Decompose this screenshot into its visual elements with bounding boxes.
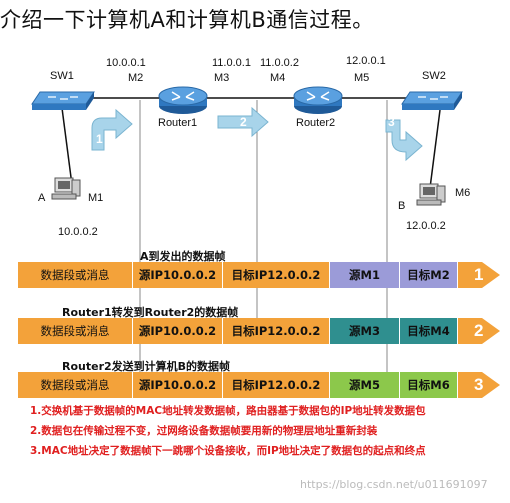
host-a-label: A [38,192,46,204]
page-title: 介绍一下计算机A和计算机B通信过程。 [0,8,374,32]
router2-label: Router2 [296,117,336,129]
host-b-label: B [398,200,406,212]
frame3-dst-ip: 目标IP12.0.0.2 [223,372,330,398]
sw2-label: SW2 [422,70,446,82]
ip-router2-right: 12.0.0.1 [346,55,386,67]
ip-router1-left: 10.0.0.1 [106,57,146,69]
host-b-ip: 12.0.0.2 [406,220,446,232]
frame2-dst-mac: 目标M4 [400,318,458,344]
frame3-dst-mac: 目标M6 [400,372,458,398]
host-a-computer-icon [51,177,81,200]
sw2-switch-icon [401,91,463,110]
frame3-payload: 数据段或消息 [18,372,133,398]
frame1-payload: 数据段或消息 [18,262,133,288]
frame1-src-mac: 源M1 [330,262,400,288]
frame1-arrowhead [458,262,500,288]
sw1-label: SW1 [50,70,74,82]
host-a-ip: 10.0.0.2 [58,226,98,238]
ip-router1-right: 11.0.0.1 [212,57,251,69]
router1-icon [158,86,208,114]
step1-number: 1 [96,132,103,146]
frame2-title: Router1转发到Router2的数据帧 [62,306,239,319]
frame2-dst-ip: 目标IP12.0.0.2 [223,318,330,344]
note-2: 2.数据包在传输过程不变，过网络设备数据帧要用新的物理层地址重新封装 [30,425,378,437]
frame2-src-ip: 源IP10.0.0.2 [133,318,223,344]
sw1-switch-icon [31,91,95,110]
frame3-arrowhead [458,372,500,398]
step2-arrow-icon [217,106,269,138]
step2-number: 2 [240,115,247,129]
step3-arrow-icon [385,119,423,162]
link-sw1-hosta [61,107,73,186]
frame2-src-mac: 源M3 [330,318,400,344]
host-a-mac: M1 [88,192,104,204]
host-b-mac: M6 [455,187,471,199]
frame1-dst-mac: 目标M2 [400,262,458,288]
ip-router2-left: 11.0.0.2 [260,57,299,69]
frame3-src-mac: 源M5 [330,372,400,398]
watermark: https://blog.csdn.net/u011691097 [300,478,488,491]
frame2-arrowhead [458,318,500,344]
link-sw2-hostb [429,109,441,189]
mac-m4-label: M4 [270,72,286,84]
frame1-number: 1 [474,265,484,284]
step1-arrow-icon [91,108,133,151]
router2-icon [293,86,343,114]
frame-number-arrows [458,262,500,398]
step3-number: 3 [388,115,395,129]
frame3-number: 3 [474,375,484,394]
mac-m2-label: M2 [128,72,144,84]
host-b-computer-icon [416,183,446,206]
frame3-bar: 数据段或消息 源IP10.0.0.2 目标IP12.0.0.2 源M5 目标M6 [18,372,458,398]
frame1-dst-ip: 目标IP12.0.0.2 [223,262,330,288]
frame1-src-ip: 源IP10.0.0.2 [133,262,223,288]
frame2-payload: 数据段或消息 [18,318,133,344]
frame1-title: A到发出的数据帧 [140,250,226,263]
note-3: 3.MAC地址决定了数据帧下一跳哪个设备接收，而IP地址决定了数据包的起点和终点 [30,445,426,457]
frame2-bar: 数据段或消息 源IP10.0.0.2 目标IP12.0.0.2 源M3 目标M4 [18,318,458,344]
frame1-bar: 数据段或消息 源IP10.0.0.2 目标IP12.0.0.2 源M1 目标M2 [18,262,458,288]
frame3-src-ip: 源IP10.0.0.2 [133,372,223,398]
frame2-number: 2 [474,321,484,340]
frame3-title: Router2发送到计算机B的数据帧 [62,360,231,373]
note-1: 1.交换机基于数据帧的MAC地址转发数据帧，路由器基于数据包的IP地址转发数据包 [30,405,426,417]
mac-m5-label: M5 [354,72,370,84]
mac-m3-label: M3 [214,72,230,84]
notes-block: 1.交换机基于数据帧的MAC地址转发数据帧，路由器基于数据包的IP地址转发数据包… [30,401,426,461]
router1-label: Router1 [158,117,198,129]
